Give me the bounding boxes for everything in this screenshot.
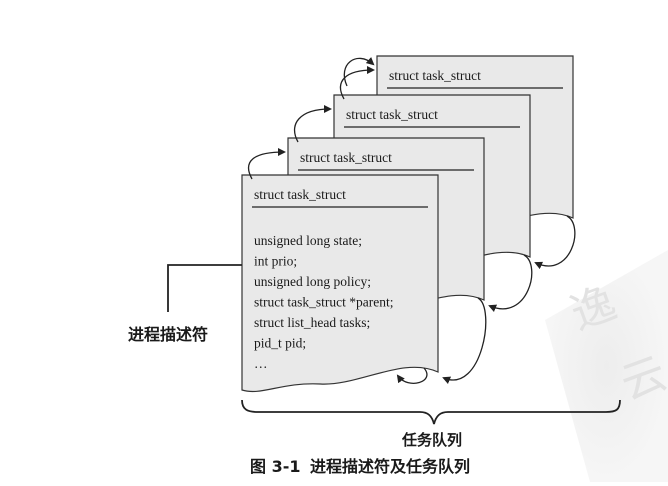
- back-return-arrow: [343, 57, 375, 87]
- descriptor-pointer-line: [167, 264, 242, 312]
- field-line: …: [254, 356, 268, 371]
- field-line: unsigned long state;: [254, 233, 362, 248]
- figure-title: 进程描述符及任务队列: [310, 457, 470, 476]
- task-queue-brace: 任务队列: [241, 399, 621, 449]
- prev-link-arrow: [442, 297, 487, 385]
- card-title: struct task_struct: [389, 68, 481, 83]
- field-line: pid_t pid;: [254, 336, 306, 351]
- prev-link-arrow: [534, 215, 576, 270]
- link-arrows: [247, 57, 576, 385]
- card-background: [241, 174, 439, 393]
- figure-number: 图 3-1: [250, 457, 300, 476]
- field-line: unsigned long policy;: [254, 274, 371, 289]
- next-link-arrow: [293, 105, 332, 143]
- figure-caption: 图 3-1 进程描述符及任务队列: [250, 457, 470, 476]
- card-title: struct task_struct: [300, 150, 392, 165]
- brace-path: [241, 399, 621, 425]
- descriptor-label: 进程描述符: [128, 325, 208, 344]
- field-line: struct task_struct *parent;: [254, 295, 393, 310]
- task-card-front: struct task_struct unsigned long state; in…: [241, 174, 439, 393]
- card-title: struct task_struct: [346, 107, 438, 122]
- watermark: 逸 云: [545, 250, 668, 482]
- prev-link-arrow: [488, 254, 533, 313]
- descriptor-pointer: 进程描述符: [128, 264, 242, 344]
- task-queue-label: 任务队列: [401, 431, 462, 449]
- card-title: struct task_struct: [254, 187, 346, 202]
- field-line: struct list_head tasks;: [254, 315, 370, 330]
- front-return-arrow: [396, 367, 428, 384]
- field-line: int prio;: [254, 254, 297, 269]
- next-link-arrow: [247, 148, 286, 180]
